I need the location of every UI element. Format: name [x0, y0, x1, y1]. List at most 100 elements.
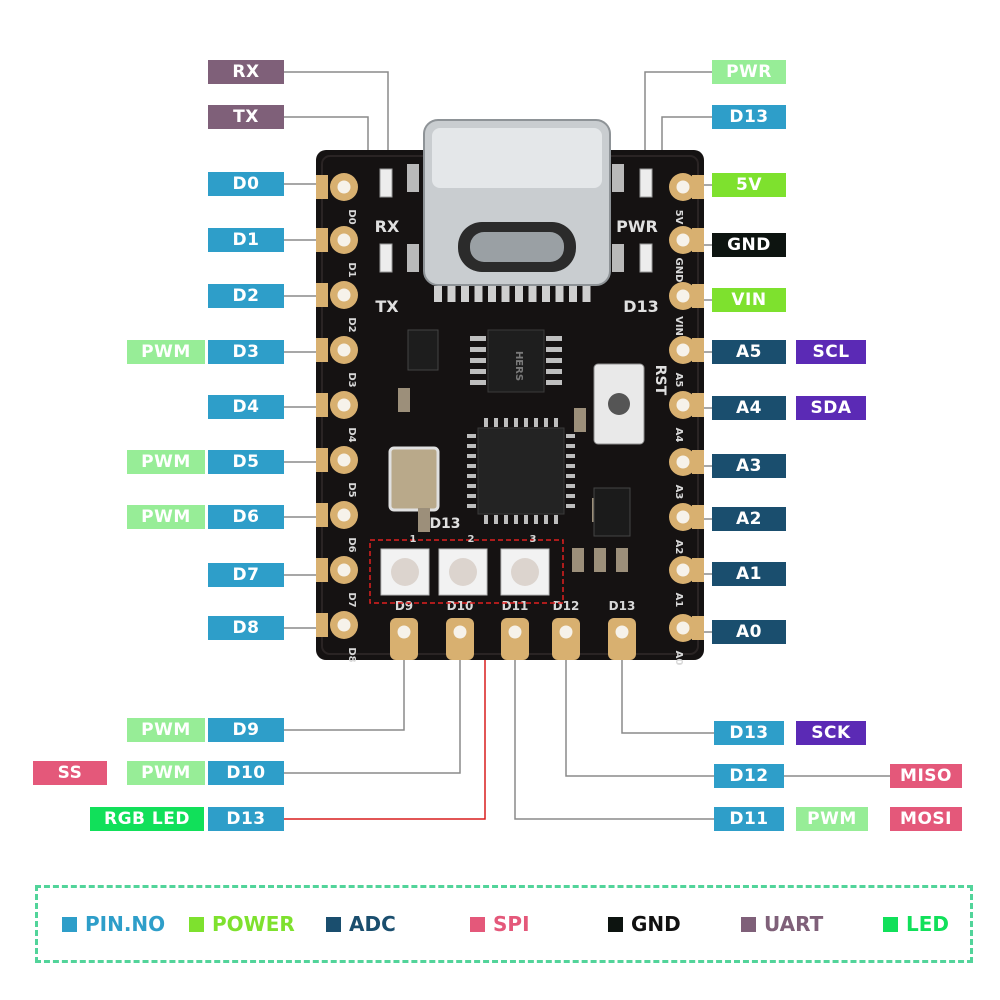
pad-hole: [676, 510, 690, 524]
passive: [574, 408, 586, 432]
pad-hole: [676, 233, 690, 247]
legend-item-pin: PIN.NO: [62, 909, 165, 939]
pad-hole: [337, 233, 351, 247]
silk-right-label: A4: [673, 428, 684, 443]
leader-rx: [284, 71, 389, 172]
mcu-lead: [566, 444, 575, 448]
passive: [594, 548, 606, 572]
silk-tx: TX: [375, 297, 399, 316]
bottom-right-pin-label-D12: D12: [714, 764, 784, 788]
right-pin-label-A5: A5: [712, 340, 786, 364]
legend-item-uart: UART: [741, 909, 823, 939]
pad: [446, 618, 474, 660]
silk-rst: RST: [652, 365, 668, 396]
silk-pwr: PWR: [616, 217, 658, 236]
pad-hole: [676, 180, 690, 194]
pad-hole: [337, 563, 351, 577]
left-pin-label-RX: RX: [208, 60, 284, 84]
pad-edge: [316, 558, 328, 582]
leader-bottom-right: [621, 660, 714, 734]
mcu-lead: [544, 418, 548, 427]
crystal: [388, 446, 440, 512]
passive: [616, 548, 628, 572]
resistor: [407, 164, 419, 192]
legend-swatch: [741, 917, 756, 932]
mcu-lead: [467, 484, 476, 488]
leader-pwr: [644, 71, 712, 172]
pad-edge: [316, 175, 328, 199]
bottom-left-extra-SS: SS: [33, 761, 107, 785]
pad: [552, 618, 580, 660]
left-pin-label-D2: D2: [208, 284, 284, 308]
resistor: [407, 244, 419, 272]
silk-led-d13: D13: [429, 516, 460, 532]
legend-swatch: [608, 917, 623, 932]
mcu-lead: [504, 418, 508, 427]
pad-edge: [692, 393, 704, 417]
usb-pin: [488, 286, 496, 302]
leader-bottom-right: [514, 660, 714, 820]
legend-swatch: [62, 917, 77, 932]
right-pin-label-VIN: VIN: [712, 288, 786, 312]
left-pin-label-D5: D5: [208, 450, 284, 474]
left-pin-label-D8: D8: [208, 616, 284, 640]
pad-edge: [692, 228, 704, 252]
chip-lead: [470, 380, 486, 385]
pad-edge: [692, 338, 704, 362]
silk-bottom-label: D12: [553, 599, 580, 613]
mcu-lead: [566, 454, 575, 458]
right-pin-label-A4: A4: [712, 396, 786, 420]
passive: [572, 548, 584, 572]
leader-bottom-right: [565, 660, 714, 777]
leader-bottom-left: [284, 660, 405, 731]
chip-lead: [546, 358, 562, 363]
pad-hole: [337, 288, 351, 302]
pad-hole: [676, 455, 690, 469]
legend-label: PIN.NO: [85, 912, 166, 936]
passive: [398, 388, 410, 412]
bottom-left-pin-label-D9: D9: [208, 718, 284, 742]
right-pin-label-A2: A2: [712, 507, 786, 531]
usb-pin: [528, 286, 537, 302]
silk-bottom-label: D11: [502, 599, 529, 613]
mcu-lead: [534, 418, 538, 427]
pad-hole: [676, 563, 690, 577]
silk-bottom-label: D13: [609, 599, 636, 613]
pad-edge: [316, 338, 328, 362]
usb-pin: [461, 286, 469, 302]
pad-edge: [692, 505, 704, 529]
rgb-led-lens: [391, 558, 419, 586]
silk-right-label: VIN: [673, 316, 684, 336]
bottom-right-extra-SCK: SCK: [796, 721, 866, 745]
silk-rx: RX: [375, 217, 400, 236]
pad: [608, 618, 636, 660]
leader-rgb-led: [284, 603, 486, 820]
left-extra-label-PWM: PWM: [127, 340, 205, 364]
silk-d13: D13: [623, 297, 659, 316]
right-pin-label-GND: GND: [712, 233, 786, 257]
pad-hole: [615, 625, 629, 639]
usb-c-shine: [432, 128, 602, 188]
left-extra-label-PWM: PWM: [127, 450, 205, 474]
pad-edge: [316, 283, 328, 307]
silk-right-label: A3: [673, 485, 684, 500]
mcu-lead: [467, 494, 476, 498]
usb-pin: [501, 286, 510, 302]
silk-right-label: A5: [673, 373, 684, 388]
mcu-lead: [504, 515, 508, 524]
usb-c-tongue: [470, 232, 564, 262]
passive: [418, 508, 430, 532]
pad-hole: [397, 625, 411, 639]
leader-bottom-left: [284, 660, 461, 774]
pad-edge: [692, 558, 704, 582]
silk-right-label: 5V: [673, 210, 684, 225]
legend-label: LED: [906, 912, 950, 936]
legend-label: UART: [764, 912, 824, 936]
bottom-left-pin-label-D13: D13: [208, 807, 284, 831]
bottom-right-extra-MOSI: MOSI: [890, 807, 962, 831]
left-pin-label-TX: TX: [208, 105, 284, 129]
right-pin-label-A0: A0: [712, 620, 786, 644]
right-extra-label-SDA: SDA: [796, 396, 866, 420]
usb-pin: [474, 286, 483, 302]
